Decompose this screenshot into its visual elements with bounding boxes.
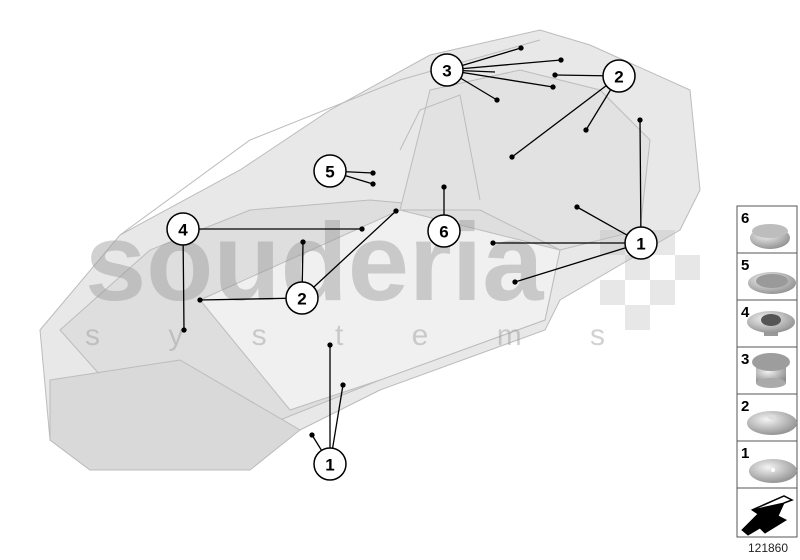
- svg-text:2: 2: [741, 398, 749, 415]
- svg-text:s y s t e m s: s y s t e m s: [85, 319, 635, 352]
- svg-text:5: 5: [325, 163, 334, 182]
- legend-item-5[interactable]: 5: [736, 252, 798, 301]
- arrow-navigation-box[interactable]: [736, 487, 798, 538]
- svg-text:4: 4: [178, 221, 188, 240]
- svg-text:1: 1: [741, 445, 749, 462]
- svg-text:5: 5: [741, 257, 749, 274]
- reference-number: 121860: [747, 541, 789, 555]
- legend-item-2[interactable]: 2: [736, 393, 798, 442]
- callout-6[interactable]: 6: [427, 214, 461, 248]
- svg-text:3: 3: [741, 351, 749, 368]
- svg-text:6: 6: [741, 210, 749, 227]
- svg-text:2: 2: [614, 68, 623, 87]
- legend: 6 5 4 3 2 1: [736, 205, 798, 538]
- legend-item-4[interactable]: 4: [736, 299, 798, 348]
- callout-2-lower[interactable]: 2: [285, 281, 319, 315]
- callout-5[interactable]: 5: [313, 154, 347, 188]
- legend-item-3[interactable]: 3: [736, 346, 798, 395]
- svg-text:3: 3: [442, 62, 451, 81]
- callout-3[interactable]: 3: [430, 53, 464, 87]
- arrow-icon: [741, 502, 788, 536]
- callout-1-right[interactable]: 1: [624, 226, 658, 260]
- svg-text:1: 1: [325, 456, 334, 475]
- svg-text:6: 6: [439, 223, 448, 242]
- legend-item-1[interactable]: 1: [736, 440, 798, 489]
- legend-item-6[interactable]: 6: [736, 205, 798, 254]
- svg-text:1: 1: [636, 235, 645, 254]
- callout-1-bottom[interactable]: 1: [313, 447, 347, 481]
- svg-text:2: 2: [297, 290, 306, 309]
- svg-text:4: 4: [741, 304, 750, 321]
- callout-2-top[interactable]: 2: [602, 59, 636, 93]
- callout-4[interactable]: 4: [166, 212, 200, 246]
